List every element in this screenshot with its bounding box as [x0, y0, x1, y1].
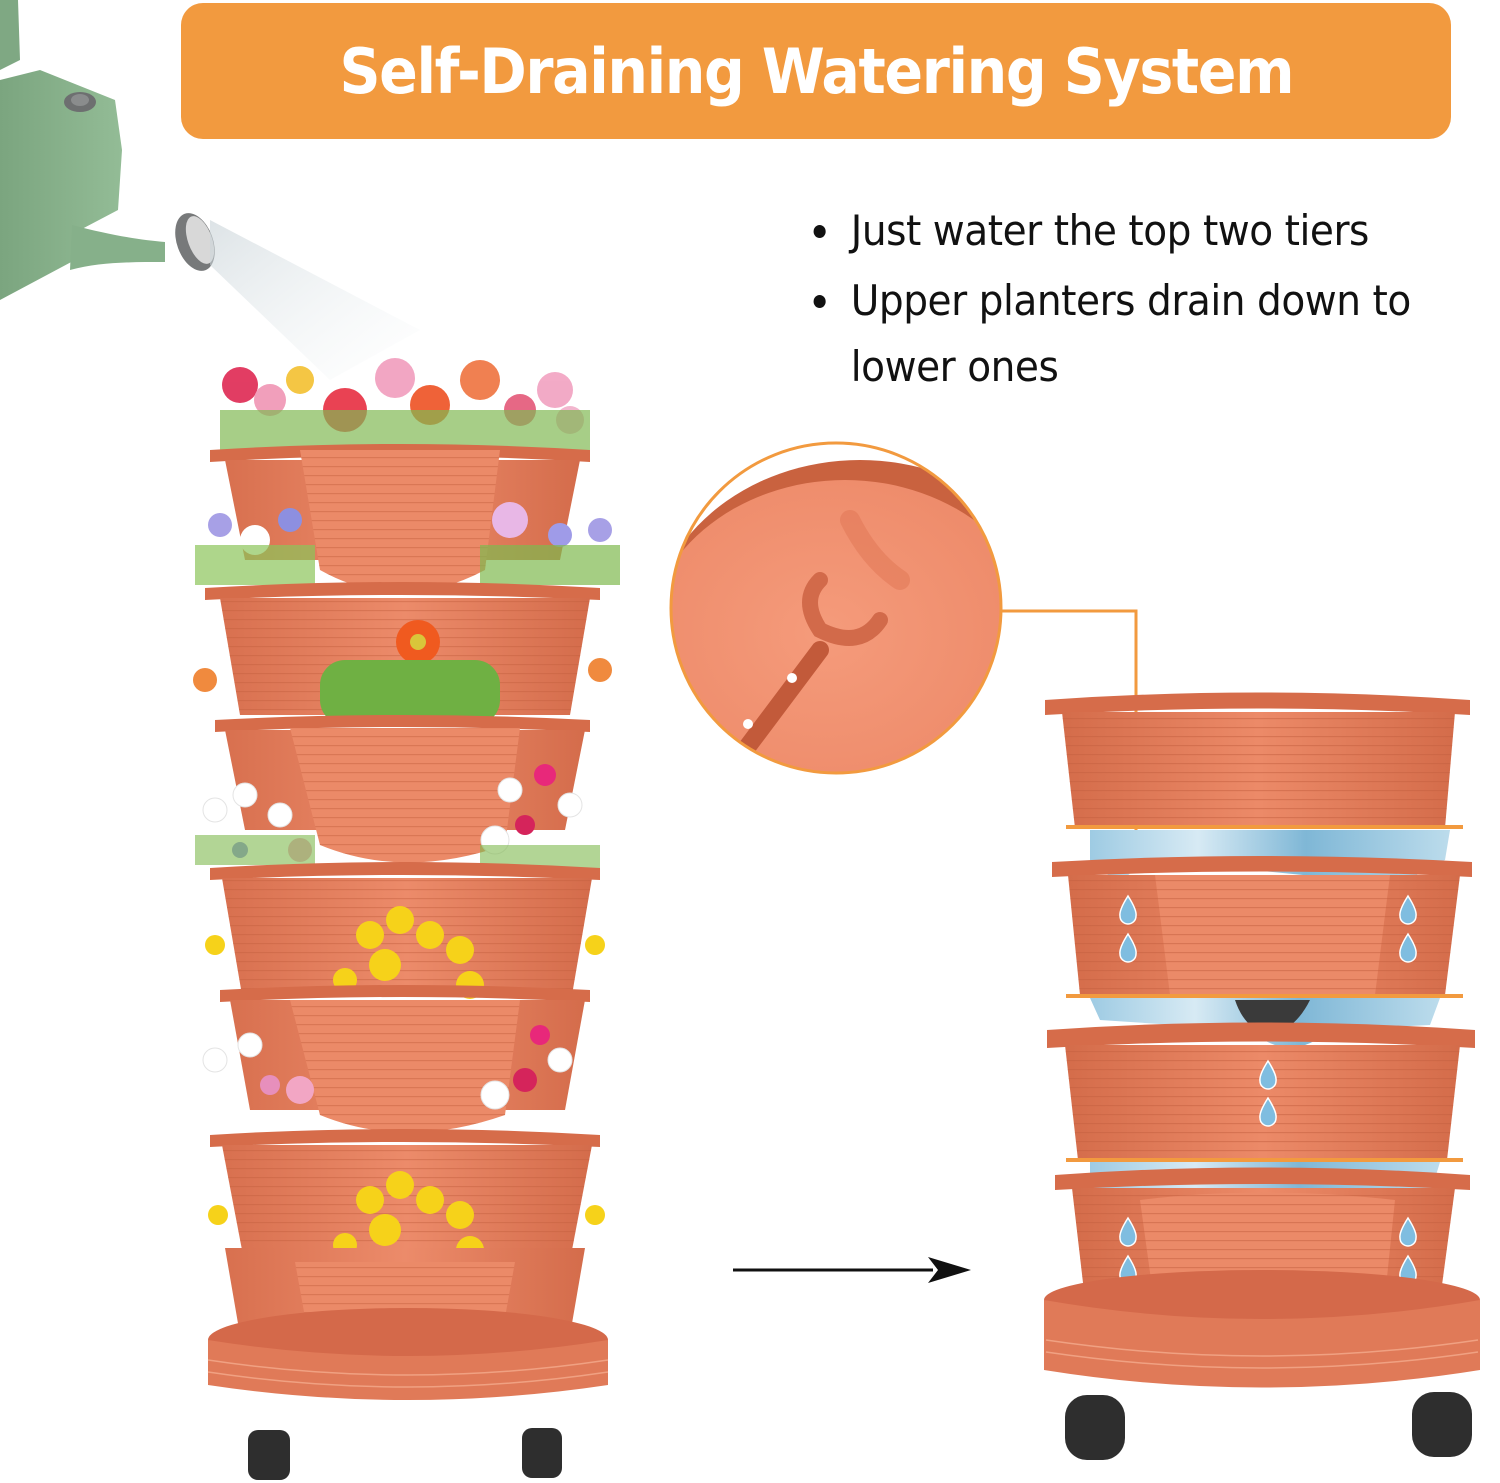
feature-item: Just water the top two tiers: [808, 198, 1459, 264]
bullet-icon: [813, 225, 826, 238]
feature-text: Upper planters drain down to lower ones: [850, 276, 1411, 391]
bullet-icon: [813, 295, 826, 308]
arrow-right-icon: [733, 1257, 971, 1283]
stacked-planter-with-flowers: [193, 358, 620, 1480]
drain-hole-icon: [743, 719, 753, 729]
wheel-icon: [248, 1430, 290, 1480]
feature-list: Just water the top two tiers Upper plant…: [808, 198, 1500, 400]
title-banner: Self-Draining Watering System: [181, 3, 1451, 139]
feature-text: Just water the top two tiers: [850, 206, 1370, 255]
page-title: Self-Draining Watering System: [339, 34, 1294, 108]
wheel-icon: [522, 1428, 562, 1478]
wheel-icon: [1065, 1395, 1125, 1460]
flowers-top: [220, 358, 590, 450]
watering-can-icon: [0, 0, 420, 380]
wheel-icon: [1412, 1392, 1472, 1457]
drain-hole-icon: [787, 673, 797, 683]
feature-item: Upper planters drain down to lower ones: [808, 268, 1459, 400]
